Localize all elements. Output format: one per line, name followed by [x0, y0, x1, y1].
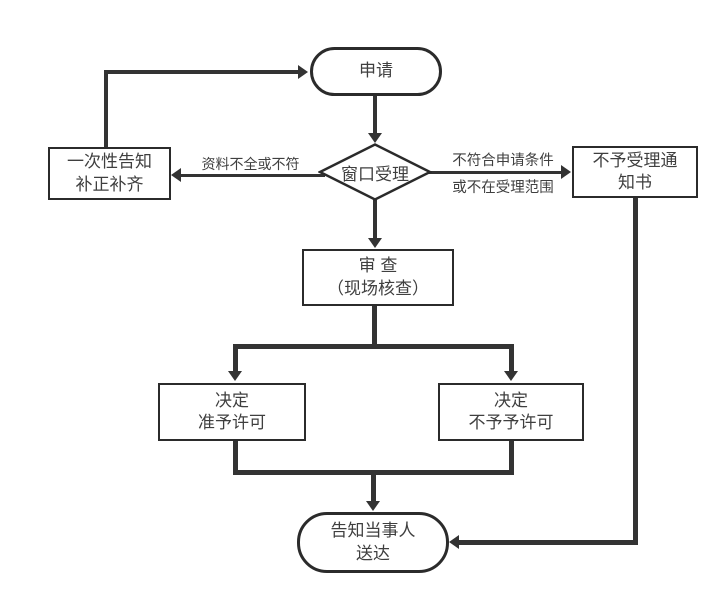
arrowhead-window-to-review — [368, 238, 382, 248]
one-time-notice-line1: 一次性告知 — [67, 152, 152, 172]
rejection-notice-line2: 知书 — [618, 173, 652, 192]
edge-label-not-meet-conditions-line1: 不符合申请条件 — [452, 153, 554, 169]
decision-approve-box: 决定 准予许可 — [158, 383, 306, 441]
review-box: 审 查 （现场核查） — [302, 249, 454, 306]
decision-deny-line1: 决定 — [494, 390, 528, 410]
decision-approve-line2: 准予许可 — [198, 413, 266, 432]
one-time-notice-box: 一次性告知 补正补齐 — [48, 147, 171, 200]
decision-deny-box: 决定 不予予许可 — [438, 383, 584, 441]
arrowhead-rejection-to-end — [449, 535, 459, 549]
decision-approve-line1: 决定 — [215, 390, 249, 410]
connector-notice-up — [104, 72, 108, 148]
connector-window-to-rejection — [426, 171, 562, 174]
connector-window-to-notice — [179, 174, 325, 177]
connector-rejection-to-end — [459, 540, 638, 545]
end-node-line2: 送达 — [356, 543, 390, 563]
edge-label-not-meet-conditions-line2: 或不在受理范围 — [452, 180, 554, 196]
one-time-notice-line2: 补正补齐 — [75, 174, 144, 194]
arrowhead-window-to-rejection — [561, 165, 571, 179]
arrowhead-merge-to-end — [366, 501, 380, 511]
connector-merge-to-end — [371, 470, 376, 503]
edge-label-materials-incomplete: 资料不全或不符 — [201, 156, 300, 172]
rejection-notice-line1: 不予受理通 — [592, 150, 678, 170]
connector-rejection-down — [633, 197, 638, 545]
connector-split-left-down — [233, 344, 238, 373]
connector-review-down — [372, 306, 377, 348]
connector-window-to-review — [373, 199, 377, 241]
rejection-notice-box: 不予受理通 知书 — [572, 146, 698, 198]
connector-notice-to-start — [104, 70, 299, 74]
review-line2: （现场核查） — [327, 278, 429, 298]
window-acceptance-diamond: 窗口受理 — [318, 143, 432, 201]
connector-start-to-window — [373, 96, 377, 138]
connector-deny-down — [509, 441, 514, 475]
review-line1: 审 查 — [358, 256, 398, 276]
diamond-shape — [318, 143, 432, 201]
start-node-label: 申请 — [359, 61, 393, 81]
arrowhead-to-approve — [228, 371, 242, 381]
start-node: 申请 — [310, 47, 442, 96]
window-acceptance-label: 窗口受理 — [341, 164, 409, 184]
arrowhead-notice-to-start — [298, 65, 308, 79]
connector-approve-down — [233, 441, 238, 475]
end-node: 告知当事人 送达 — [297, 512, 449, 573]
arrowhead-to-deny — [504, 371, 518, 381]
end-node-line1: 告知当事人 — [330, 521, 416, 541]
decision-deny-line2: 不予予许可 — [468, 413, 554, 432]
arrowhead-window-to-notice — [171, 168, 181, 182]
connector-split-horizontal — [233, 344, 514, 349]
connector-split-right-down — [509, 344, 514, 373]
arrowhead-start-to-window — [368, 133, 382, 143]
